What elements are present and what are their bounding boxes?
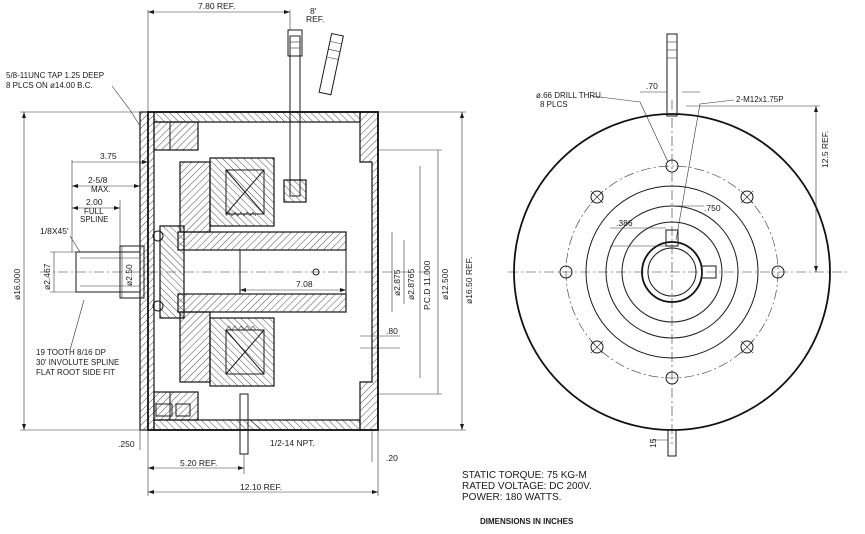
spec-voltage: RATED VOLTAGE: DC 200V.	[462, 481, 592, 492]
tap-m12-note: 2-M12x1.75P	[736, 95, 784, 104]
coil-housing-upper	[209, 157, 275, 227]
dim-dia-2467: ø2.467	[42, 263, 52, 290]
dim-dia-250: ø2.50	[124, 264, 134, 286]
bolt-hole	[590, 190, 604, 204]
hub-circle	[621, 221, 723, 323]
spring-upper	[225, 211, 257, 217]
bolt-holes	[559, 159, 785, 385]
dim-8deg-ref: REF.	[306, 14, 324, 24]
drill-note-line-1: ø.66 DRILL THRU.	[536, 91, 603, 100]
dim-080: .80	[386, 326, 398, 336]
spline-note-line-2: 30' INVOLUTE SPLINE	[36, 358, 119, 367]
spec-power: POWER: 180 WATTS.	[462, 492, 561, 503]
dim-dia-12500: ø12.500	[440, 269, 450, 300]
dim-0250: .250	[118, 439, 135, 449]
tap-note-line-1: 5/8-11UNC TAP 1.25 DEEP	[6, 71, 104, 80]
dim-200: 2.00	[86, 197, 103, 207]
disc-stack-upper	[179, 161, 211, 233]
lever-pivot	[283, 179, 307, 203]
disc-stack-lower	[179, 311, 211, 383]
shaft-bore	[239, 249, 347, 295]
shaft-hole	[312, 268, 320, 276]
bolt-hole	[559, 265, 573, 279]
dim-15: 15	[648, 438, 658, 448]
bolt-hole	[665, 159, 679, 173]
dim-708: 7.08	[296, 279, 313, 289]
spline-note-line-3: FLAT ROOT SIDE FIT	[36, 368, 115, 377]
tap-note-line-2: 8 PLCS ON ø14.00 B.C.	[6, 81, 93, 90]
side-tap	[701, 265, 717, 279]
spline-note-line-1: 19 TOOTH 8/16 DP	[36, 348, 106, 357]
dim-pcd-11000: P.C.D 11.000	[422, 260, 432, 310]
front-view	[508, 33, 850, 457]
mounting-flange	[139, 111, 155, 431]
dim-125-ref: 12.5 REF.	[820, 131, 830, 168]
front-lever	[666, 33, 678, 117]
top-cover	[153, 111, 361, 123]
lever-tilted-ref	[318, 32, 344, 96]
spec-torque: STATIC TORQUE: 75 KG-M	[462, 470, 587, 481]
shaft-upper	[177, 231, 347, 251]
dim-npt: 1/2-14 NPT.	[270, 438, 315, 448]
spline-shaft	[75, 251, 141, 293]
dim-dia-16000: ø16.000	[12, 269, 22, 300]
dim-020: .20	[386, 453, 398, 463]
lever-grip	[287, 29, 303, 57]
bolt-hole	[665, 371, 679, 385]
dim-1210-ref: 12.10 REF.	[240, 482, 282, 492]
shaft-lower	[177, 293, 347, 313]
front-fitting	[667, 429, 677, 457]
coil-housing-lower	[209, 317, 275, 387]
dim-2-5-8: 2-5/8	[88, 175, 108, 185]
keyway	[665, 229, 679, 247]
dim-8deg: 8'	[310, 6, 317, 16]
bolt-hole	[771, 265, 785, 279]
bottom-cover	[153, 419, 361, 431]
spring-lower	[225, 325, 257, 331]
dim-dia-1650-ref: ø16.50 REF.	[464, 257, 474, 304]
bolt-hole	[740, 340, 754, 354]
dim-375: 3.75	[100, 151, 117, 161]
dim-200-spline: SPLINE	[80, 215, 108, 224]
units-note: DIMENSIONS IN INCHES	[480, 517, 574, 526]
dim-chamfer: 1/8X45'	[40, 226, 69, 236]
dim-070: .70	[646, 81, 658, 91]
coil-lower	[225, 329, 265, 375]
bore-inner	[647, 247, 697, 297]
coil-upper	[225, 169, 265, 215]
dim-200-full: FULL	[84, 207, 104, 216]
dim-2-5-8-max: MAX.	[91, 185, 111, 194]
dim-780-ref: 7.80 REF.	[198, 1, 235, 11]
dim-0386: .386	[616, 218, 633, 228]
dim-0750: .750	[704, 203, 721, 213]
side-section-view	[20, 10, 466, 496]
dim-dia-2875: ø2.875	[392, 269, 402, 296]
dim-520-ref: 5.20 REF.	[180, 458, 217, 468]
inner-circle-1	[585, 185, 759, 359]
bolt-circle	[565, 165, 779, 379]
end-plate	[359, 111, 379, 431]
bolt-hole	[590, 340, 604, 354]
dim-dia-28765: ø2.8765	[406, 269, 416, 300]
drill-note-line-2: 8 PLCS	[540, 100, 568, 109]
bolt-hole	[740, 190, 754, 204]
flange-block-top	[153, 121, 199, 151]
